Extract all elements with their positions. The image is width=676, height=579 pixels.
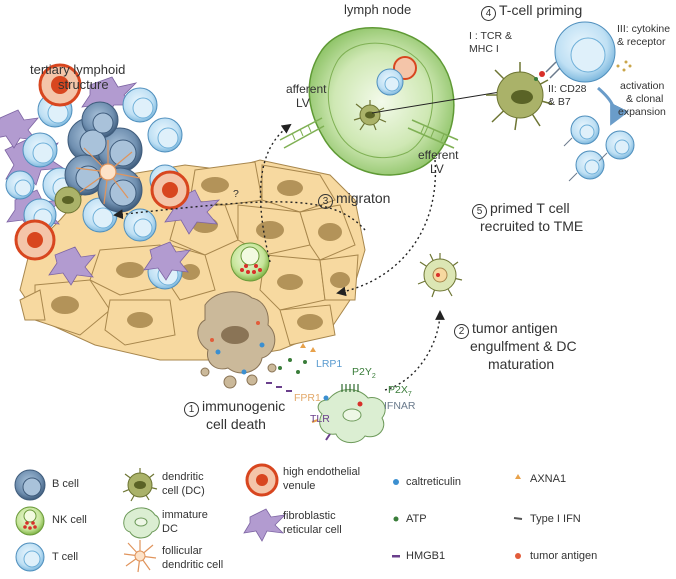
priming-detail bbox=[486, 21, 635, 182]
signal2-line2: & B7 bbox=[548, 96, 571, 108]
activation-line1: activation bbox=[620, 80, 665, 92]
legend-t-cell: T cell bbox=[52, 551, 79, 563]
receptor-fpr1: FPR1 bbox=[294, 392, 321, 404]
receptor-p2y-text: P2Y bbox=[352, 366, 372, 378]
legend-atp: ATP bbox=[406, 513, 427, 525]
tls-label-line2: structure bbox=[58, 77, 109, 92]
legend-tumor-antigen: tumor antigen bbox=[530, 550, 598, 562]
tls-dc bbox=[54, 186, 82, 214]
damp-molecules bbox=[210, 321, 316, 392]
receptor-ifnar: IFNAR bbox=[384, 400, 416, 412]
lymph-node-label: lymph node bbox=[344, 2, 412, 17]
step5-line1: primed T cell bbox=[490, 200, 570, 216]
legend-type1ifn: Type I IFN bbox=[530, 513, 581, 525]
dying-tumor-cell bbox=[197, 291, 277, 389]
signal1-line1: I : TCR & bbox=[469, 30, 512, 42]
receptor-tlr: TLR bbox=[310, 413, 330, 425]
step1-line1: immunogenic bbox=[202, 398, 286, 414]
legend-dc-line1: dendritic bbox=[162, 471, 204, 483]
legend-hmgb1: HMGB1 bbox=[406, 550, 446, 562]
step5-number: 5 bbox=[472, 204, 487, 219]
legend-axna1: AXNA1 bbox=[530, 473, 567, 485]
legend-idc-line1: immature bbox=[162, 509, 208, 521]
legend-dc-line2: cell (DC) bbox=[162, 485, 205, 497]
legend-b-cell: B cell bbox=[52, 478, 79, 490]
efferent-label-line1: efferent bbox=[418, 148, 459, 162]
signal3-line2: & receptor bbox=[617, 36, 666, 48]
efferent-label-line2: LV bbox=[430, 162, 444, 176]
legend-hev-line1: high endothelial bbox=[283, 466, 361, 478]
activation-line3: expansion bbox=[618, 106, 666, 118]
signal3-line1: III: cytokine bbox=[617, 23, 671, 35]
receptor-lrp1: LRP1 bbox=[316, 358, 343, 370]
receptor-p2x-sub: 7 bbox=[407, 391, 412, 399]
tls-label-line1: tertiary lymphoid bbox=[30, 62, 126, 77]
immature-dc-icd bbox=[311, 384, 386, 443]
lymph-node bbox=[279, 27, 501, 176]
step1-line2: cell death bbox=[206, 416, 266, 432]
question-mark: ? bbox=[233, 188, 239, 200]
afferent-label-line1: afferent bbox=[286, 82, 327, 96]
afferent-label-line2: LV bbox=[296, 96, 310, 110]
receptor-p2x-text: P2X bbox=[388, 384, 408, 396]
migration-arrows bbox=[113, 123, 445, 391]
receptor-p2y: P2Y2 bbox=[352, 366, 376, 383]
step2-line1: tumor antigen bbox=[472, 320, 558, 336]
follicular-dc bbox=[75, 140, 141, 205]
signal2-line1: II: CD28 bbox=[548, 83, 587, 95]
signal1-line2: MHC I bbox=[469, 43, 499, 55]
tme-nk-cell bbox=[230, 242, 270, 282]
activation-line2: & clonal bbox=[626, 93, 664, 105]
step3-number: 3 bbox=[318, 194, 333, 209]
step3-text: migraton bbox=[336, 190, 391, 206]
step2-line3: maturation bbox=[488, 356, 555, 372]
legend-frc-line1: fibroblastic bbox=[283, 510, 336, 522]
step2-number: 2 bbox=[454, 324, 469, 339]
step4-text: T-cell priming bbox=[499, 2, 583, 18]
tls-cluster bbox=[0, 63, 221, 286]
legend-nk-cell: NK cell bbox=[52, 514, 87, 526]
legend-hev-line2: venule bbox=[283, 480, 316, 492]
legend-fdc-line1: follicular bbox=[162, 545, 203, 557]
legend-calreticulin: caltreticulin bbox=[406, 476, 462, 488]
receptor-p2x: P2X7 bbox=[388, 384, 412, 401]
step5-line2: recruited to TME bbox=[480, 218, 584, 234]
step2-line2: engulfment & DC bbox=[470, 338, 577, 354]
step4-number: 4 bbox=[481, 6, 496, 21]
legend-frc-line2: reticular cell bbox=[283, 524, 342, 536]
legend-fdc-line2: dendritic cell bbox=[162, 559, 224, 571]
legend-icons bbox=[14, 463, 523, 573]
legend-idc-line2: DC bbox=[162, 523, 178, 535]
step1-number: 1 bbox=[184, 402, 199, 417]
receptor-p2y-sub: 2 bbox=[371, 373, 376, 381]
mature-dc-tme bbox=[417, 253, 463, 298]
